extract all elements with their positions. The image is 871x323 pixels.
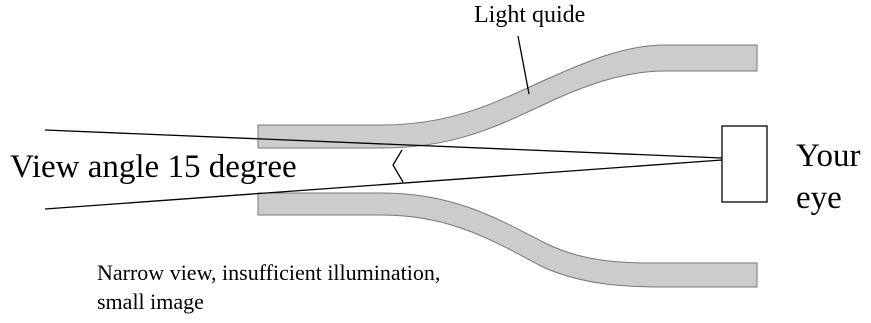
caption-line-2: small image <box>97 289 204 314</box>
caption-line-1: Narrow view, insufficient illumination, <box>97 260 441 285</box>
eye-label: eye <box>796 180 842 216</box>
angle-marker <box>392 149 404 183</box>
your-label: Your <box>796 138 861 174</box>
lower-light-guide <box>257 192 758 288</box>
caption: Narrow view, insufficient illumination, … <box>97 258 557 316</box>
eye-box <box>721 125 768 203</box>
light-guide-leader <box>517 35 530 95</box>
upper-view-line <box>44 129 723 159</box>
lower-view-line <box>44 159 723 210</box>
upper-light-guide <box>257 44 758 149</box>
view-angle-label: View angle 15 degree <box>10 149 297 185</box>
light-guide-label: Light quide <box>474 2 586 28</box>
